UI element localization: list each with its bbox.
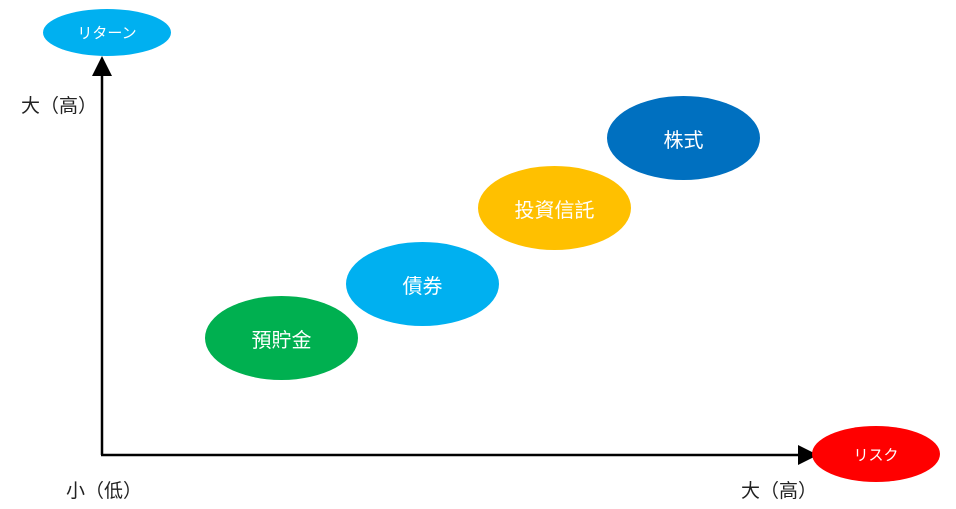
- item-bonds: 債券: [346, 242, 499, 326]
- item-investment-trusts: 投資信託: [478, 166, 631, 250]
- return-label: リターン: [77, 24, 137, 42]
- y-high-label: 大（高）: [21, 95, 98, 117]
- item-label: 預貯金: [251, 327, 312, 352]
- item-label: 株式: [663, 127, 704, 152]
- risk-badge: リスク: [812, 426, 940, 482]
- return-badge: リターン: [43, 9, 171, 56]
- x-high-label: 大（高）: [741, 480, 818, 502]
- risk-label: リスク: [853, 445, 899, 464]
- item-label: 債券: [402, 273, 443, 298]
- item-stocks: 株式: [607, 96, 760, 180]
- origin-label: 小（低）: [66, 480, 143, 502]
- item-deposits: 預貯金: [205, 296, 358, 380]
- item-label: 投資信託: [514, 197, 595, 222]
